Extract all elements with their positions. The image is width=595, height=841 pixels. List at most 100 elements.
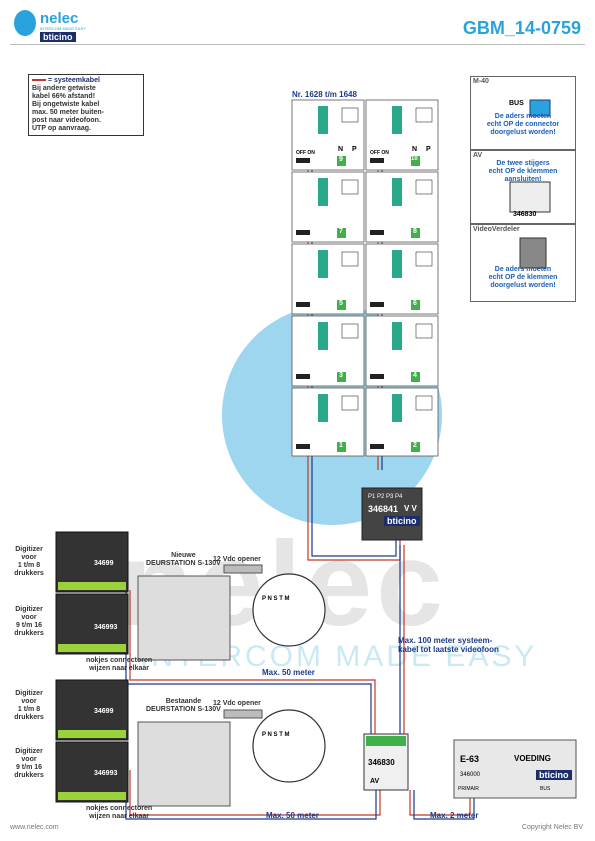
address-digit-box [411, 372, 420, 382]
address-digit-box [337, 372, 346, 382]
monitor-terminal [318, 106, 328, 134]
monitor-number: 6 [413, 300, 417, 307]
vv-msg: De aders moeten echt OP de klemmen doorg… [471, 266, 575, 290]
address-digit-box [411, 300, 420, 310]
door-station-board [137, 721, 231, 807]
monitor-screen [415, 323, 433, 339]
monitor-number: 9 [339, 156, 343, 163]
brand-name: nelec [40, 10, 79, 27]
max50-label: Max. 50 meter [262, 668, 315, 677]
m40-msg: De aders moeten echt OP de connector doo… [471, 113, 575, 137]
monitor-range: Nr. 1628 t/m 1648 [292, 90, 357, 99]
monitor-terminal [318, 250, 328, 278]
m40-msg-line: echt OP de connector [486, 121, 560, 128]
offon-switch [296, 374, 310, 379]
psu-code: 346000 [460, 772, 481, 778]
header-divider [10, 44, 585, 45]
psu-brand: bticino [536, 770, 572, 780]
max50-label: Max. 50 meter [266, 811, 319, 820]
station-note-line: nokjes connectoren [86, 657, 153, 664]
monitor-terminal [392, 394, 402, 422]
offon-switch [296, 444, 310, 449]
distributor-code: 346841 [368, 504, 399, 514]
station2-wire [129, 770, 381, 816]
av-msg: De twee stijgers echt OP de klemmen aans… [471, 160, 575, 184]
nelec-logo-icon [14, 10, 36, 36]
offon-switch [370, 158, 384, 163]
digitizer-label: Digitizer voor 1 t/m 8 drukkers [4, 690, 54, 722]
cable-note: = systeemkabel Bij andere getwiste kabel… [28, 74, 144, 136]
digitizer-label: Digitizer voor 9 t/m 16 drukkers [4, 606, 54, 638]
vv-title: VideoVerdeler [473, 226, 520, 233]
distributor-vv: V V [404, 504, 417, 513]
address-digit-box [337, 442, 346, 452]
max2-label: Max. 2 meter [430, 811, 479, 820]
digitizer-label-line: drukkers [14, 772, 44, 779]
digitizer-label-line: Digitizer [15, 690, 43, 697]
digitizer-label-line: Digitizer [15, 546, 43, 553]
footer-copyright: Copyright Nelec BV [521, 824, 583, 831]
monitor-terminal [392, 322, 402, 350]
offon-switch [296, 230, 310, 235]
offon-label: OFF ON [296, 150, 315, 156]
brand-tagline: INTERCOM MADE EASY [40, 26, 86, 31]
av-title: AV [473, 152, 483, 159]
max100-line: Max. 100 meter systeem- [398, 636, 493, 645]
bus-label: BUS [509, 100, 524, 107]
address-digit-box [337, 300, 346, 310]
opener-label: 12 Vdc opener [213, 556, 261, 563]
offon-switch [296, 158, 310, 163]
monitor-number: 3 [339, 372, 343, 379]
monitor-terminal [392, 106, 402, 134]
offon-switch [296, 302, 310, 307]
digitizer-label-line: drukkers [14, 714, 44, 721]
monitor-number: 8 [413, 228, 417, 235]
digitizer-label-line: Digitizer [15, 748, 43, 755]
offon-label: OFF ON [370, 150, 389, 156]
door-opener [223, 564, 263, 574]
monitor-number: 4 [413, 372, 417, 379]
digitizer-label-line: 9 t/m 16 [15, 764, 43, 771]
vv-info-box: VideoVerdeler De aders moeten echt OP de… [470, 224, 576, 302]
door-station-board [137, 575, 231, 661]
offon-switch [370, 302, 384, 307]
av-module-code: 346830 [368, 758, 395, 767]
monitor-terminal [318, 394, 328, 422]
address-digit-box [411, 442, 420, 452]
station-note-line: wijzen naar elkaar [89, 813, 150, 820]
monitor-number: 7 [339, 228, 343, 235]
doc-code: GBM_14-0759 [462, 18, 581, 38]
digitizer-label-line: voor [21, 756, 37, 763]
digitizer-terminals [58, 730, 126, 738]
av-msg-line: aansluiten! [504, 176, 542, 183]
m40-msg-line: De aders moeten [494, 113, 552, 120]
n-label: N [338, 146, 344, 153]
av-code: 346830 [513, 211, 537, 218]
vv-msg-line: De aders moeten [494, 266, 552, 273]
offon-switch [370, 374, 384, 379]
monitor-screen [341, 107, 359, 123]
door-opener [223, 709, 263, 719]
digitizer-code: 346993 [94, 770, 118, 777]
station-label: Nieuwe DEURSTATION S-130V [146, 552, 221, 568]
note-line: kabel 66% afstand! [32, 93, 96, 100]
distributor-brand: bticino [384, 516, 420, 526]
av-msg-line: echt OP de klemmen [488, 168, 558, 175]
switch-labels: P N S T M [262, 732, 290, 738]
address-digit-box [411, 156, 420, 166]
digitizer-terminals [58, 582, 126, 590]
address-digit-box [337, 228, 346, 238]
psu-bus: BUS [540, 786, 551, 792]
note-line: post naar videofoon. [32, 117, 101, 124]
av-mini-module [509, 181, 551, 213]
monitor-terminal [318, 322, 328, 350]
bticino-logo: bticino [40, 32, 76, 42]
psu-wire [409, 790, 471, 816]
m40-msg-line: doorgelust worden! [490, 129, 556, 136]
digitizer-label-line: drukkers [14, 570, 44, 577]
monitor-screen [415, 179, 433, 195]
m40-info-box: M-40 BUS De aders moeten echt OP de conn… [470, 76, 576, 150]
digitizer-code: 34699 [94, 708, 114, 715]
switch-labels: P N S T M [262, 596, 290, 602]
